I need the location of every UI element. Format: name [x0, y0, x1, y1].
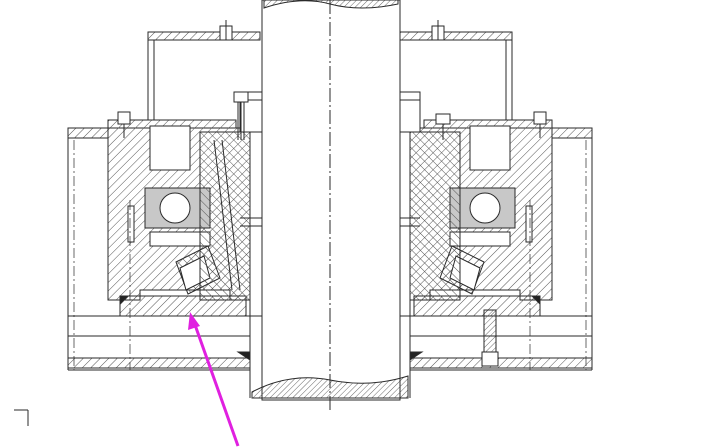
pointer-arrow-icon: [188, 312, 240, 447]
top-cover: [147, 20, 513, 120]
bolt-right-flange: [533, 111, 547, 138]
centre-lines: [73, 140, 587, 370]
bolt-right-bottom: [481, 309, 499, 367]
bolt-left-flange: [117, 111, 131, 138]
base-plate: [119, 295, 541, 361]
bolt-right-top: [435, 113, 451, 140]
bolt-left-top: [233, 91, 249, 140]
corner-mark: [14, 409, 29, 426]
main-shaft: [249, 0, 411, 410]
